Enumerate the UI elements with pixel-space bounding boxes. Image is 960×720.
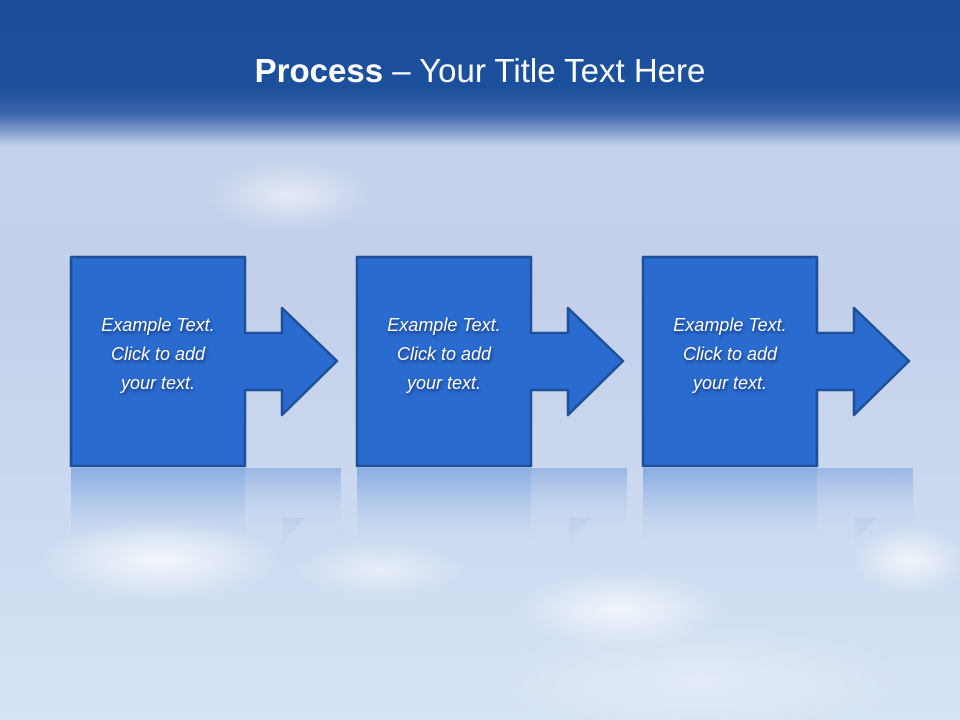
step-2-reflection bbox=[357, 468, 627, 548]
step-text[interactable]: Example Text. Click to add your text. bbox=[387, 315, 501, 393]
process-step-2[interactable]: Example Text. Click to add your text. bbox=[355, 255, 627, 468]
step-text[interactable]: Example Text. Click to add your text. bbox=[101, 315, 215, 393]
process-step-1[interactable]: Example Text. Click to add your text. bbox=[69, 255, 341, 468]
step-text[interactable]: Example Text. Click to add your text. bbox=[673, 315, 787, 393]
process-step-3[interactable]: Example Text. Click to add your text. bbox=[641, 255, 913, 468]
step-1-reflection bbox=[71, 468, 341, 548]
arrow-box-shape bbox=[641, 255, 911, 468]
slide-title[interactable]: Process – Your Title Text Here bbox=[0, 52, 960, 90]
step-3-reflection bbox=[643, 468, 913, 548]
title-bar bbox=[0, 0, 960, 146]
arrow-box-shape bbox=[355, 255, 625, 468]
title-rest: – Your Title Text Here bbox=[383, 52, 706, 89]
arrow-box-shape bbox=[69, 255, 339, 468]
title-bold: Process bbox=[254, 52, 384, 89]
